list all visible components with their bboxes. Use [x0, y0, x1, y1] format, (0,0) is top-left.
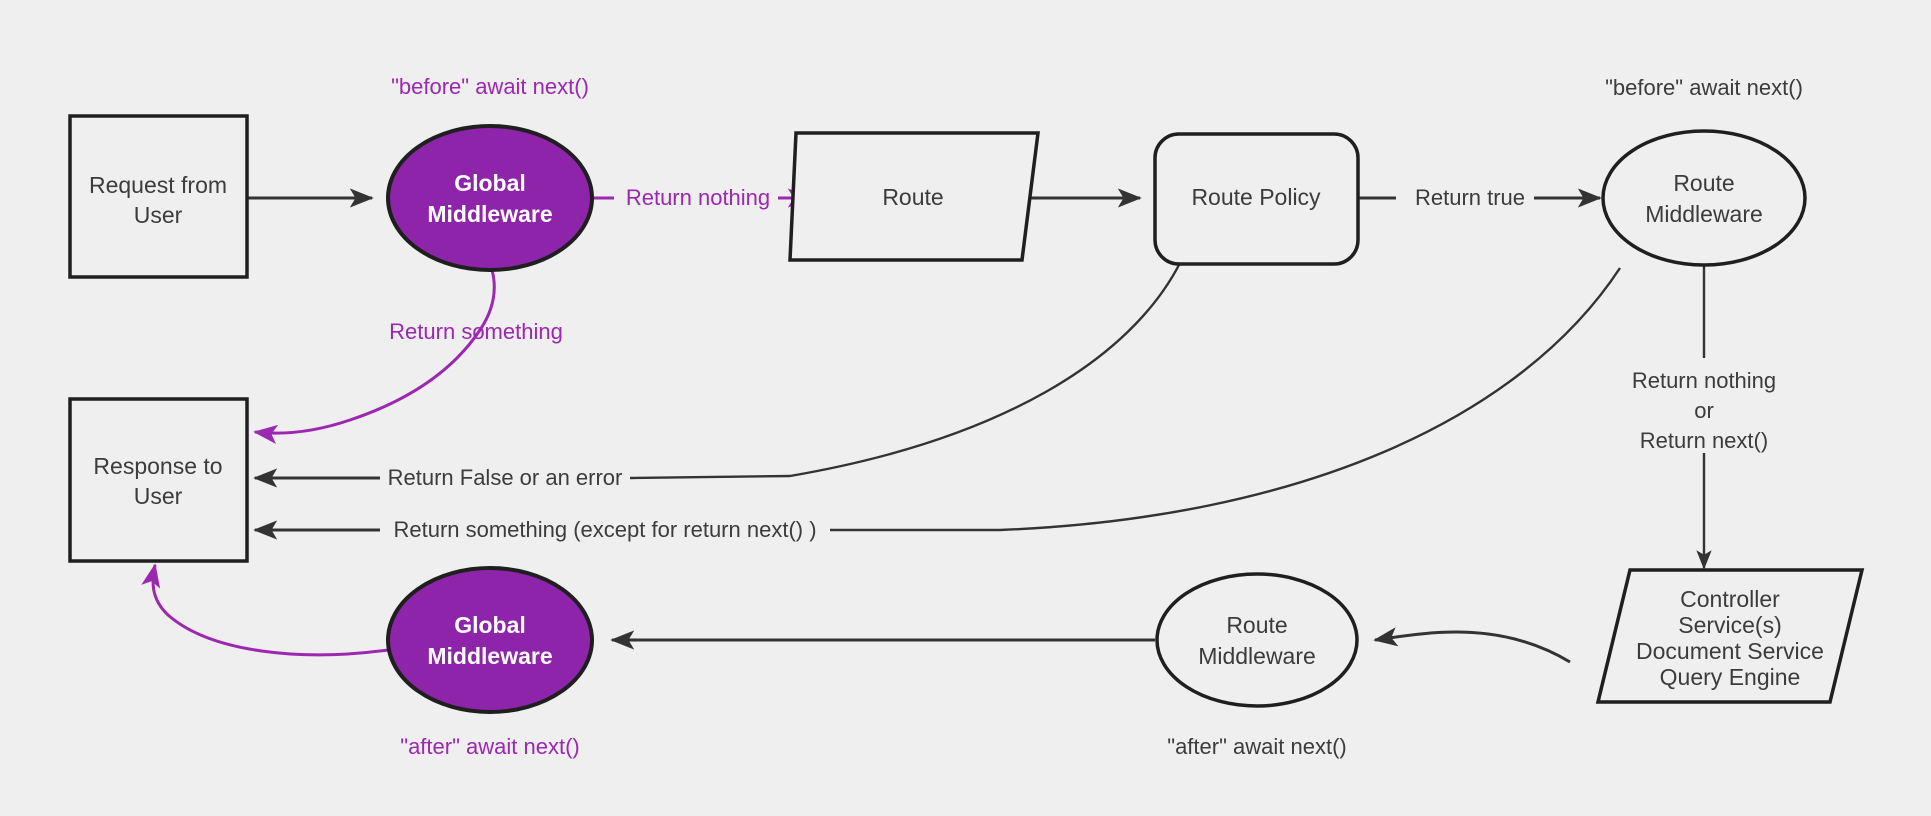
route-label: Route: [882, 184, 943, 210]
edge-controller-to-route-middleware-bottom: [1373, 627, 1571, 664]
note-before-await-next-route-middleware: "before" await next(): [1605, 75, 1803, 100]
route-middleware-bottom-shape: [1155, 572, 1359, 708]
global-middleware-bottom-label-line1: Global: [454, 612, 526, 638]
controller-label-line4: Query Engine: [1660, 664, 1801, 690]
response-label-line2: User: [134, 483, 183, 509]
edge-label-return-nothing-or-next-line1: Return nothing: [1632, 368, 1776, 393]
global-middleware-top-shape: [386, 124, 594, 272]
global-middleware-bottom-label-line2: Middleware: [427, 643, 552, 669]
edge-label-return-true: Return true: [1415, 185, 1525, 210]
route-policy-shape: [1153, 132, 1360, 266]
request-label-line2: User: [134, 202, 183, 228]
route-middleware-bottom-label-line2: Middleware: [1198, 643, 1316, 669]
route-middleware-top-label-line2: Middleware: [1645, 201, 1763, 227]
edge-label-return-nothing-or-next-line2: or: [1694, 398, 1714, 423]
node-route-middleware-bottom[interactable]: Route Middleware: [1155, 572, 1359, 708]
route-policy-label: Route Policy: [1191, 184, 1321, 210]
route-middleware-bottom-label-line1: Route: [1226, 612, 1287, 638]
route-middleware-top-shape: [1601, 129, 1807, 267]
edge-route-middleware-to-response: [830, 267, 1622, 532]
node-route[interactable]: Route: [788, 131, 1040, 262]
route-middleware-top-label-line1: Route: [1673, 170, 1734, 196]
node-controller-services[interactable]: Controller Service(s) Document Service Q…: [1595, 568, 1865, 704]
response-label-line1: Response to: [93, 453, 222, 479]
edge-route-policy-to-response: [629, 262, 1182, 480]
edge-label-return-something-except: Return something (except for return next…: [393, 517, 816, 542]
controller-label-line2: Service(s): [1678, 612, 1782, 638]
global-middleware-bottom-shape: [386, 566, 594, 714]
controller-label-line1: Controller: [1680, 586, 1780, 612]
note-before-await-next-global: "before" await next(): [391, 74, 589, 99]
edge-label-return-nothing: Return nothing: [626, 185, 770, 210]
node-global-middleware-bottom[interactable]: Global Middleware: [386, 566, 594, 714]
request-box-shape: [68, 114, 249, 279]
edge-label-return-nothing-or-next-line3: Return next(): [1640, 428, 1768, 453]
controller-shape: [1595, 568, 1865, 704]
node-route-middleware-top[interactable]: Route Middleware: [1601, 129, 1807, 267]
note-after-await-next-global: "after" await next(): [400, 734, 579, 759]
node-route-policy[interactable]: Route Policy: [1153, 132, 1360, 266]
edge-label-return-something: Return something: [389, 319, 563, 344]
node-global-middleware-top[interactable]: Global Middleware: [386, 124, 594, 272]
controller-label-line3: Document Service: [1636, 638, 1824, 664]
request-label-line1: Request from: [89, 172, 227, 198]
route-shape: [788, 131, 1040, 262]
edge-global-middleware-bottom-to-response: [141, 563, 389, 657]
response-box-shape: [68, 397, 249, 563]
note-after-await-next-route-middleware: "after" await next(): [1167, 734, 1346, 759]
node-request[interactable]: Request from User: [68, 114, 249, 279]
node-response[interactable]: Response to User: [68, 397, 249, 563]
global-middleware-top-label-line1: Global: [454, 170, 526, 196]
edge-global-middleware-to-response: [253, 269, 496, 444]
global-middleware-top-label-line2: Middleware: [427, 201, 552, 227]
edge-label-return-false-or-error: Return False or an error: [388, 465, 623, 490]
